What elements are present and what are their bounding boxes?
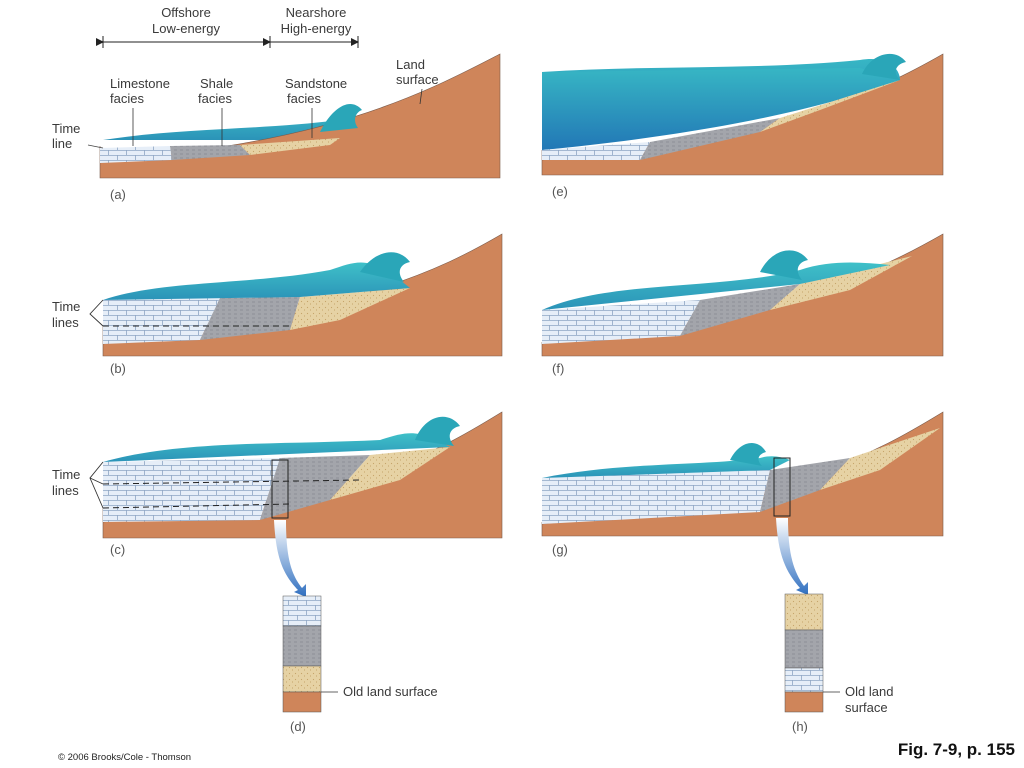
core-sample-box-c xyxy=(271,459,289,519)
panel-f: (f) xyxy=(541,233,944,376)
panel-b: Time lines (b) xyxy=(52,233,503,376)
wave-crest-a xyxy=(320,104,362,132)
wave-crest-g xyxy=(730,442,766,466)
old-land-surface-label-d: Old land surface xyxy=(343,684,438,699)
nearshore-label: Nearshore xyxy=(286,5,347,20)
water-c xyxy=(103,433,450,462)
figure-reference: Fig. 7-9, p. 155 xyxy=(897,740,1015,759)
shale-layer-e xyxy=(640,118,780,160)
time-line-c-2 xyxy=(102,503,291,509)
wave-crest-e xyxy=(862,53,906,80)
panel-e-label: (e) xyxy=(552,184,568,199)
sandstone-facies-label-2: facies xyxy=(287,91,321,106)
water-g xyxy=(542,456,790,478)
shale-layer-g xyxy=(760,458,850,512)
shale-layer-b xyxy=(200,297,300,340)
time-lines-bracket-b xyxy=(89,299,104,327)
energy-header: Offshore Low-energy Nearshore High-energ… xyxy=(96,5,359,48)
limestone-layer-f xyxy=(542,300,700,344)
wave-crest-b xyxy=(360,252,410,282)
panel-a-label: (a) xyxy=(110,187,126,202)
core-h-shale xyxy=(784,629,824,669)
high-energy-label: High-energy xyxy=(281,21,352,36)
panel-d-core: Old land surface (d) xyxy=(282,595,438,734)
core-sample-box-g xyxy=(773,457,791,517)
panel-h-label: (h) xyxy=(792,719,808,734)
core-h-land xyxy=(784,691,824,713)
panel-e: (e) xyxy=(541,53,944,199)
limestone-layer-a xyxy=(100,146,172,163)
time-lines-label-b-1: Time xyxy=(52,299,80,314)
panel-g: (g) xyxy=(541,411,944,595)
limestone-layer-b xyxy=(103,298,220,344)
limestone-layer-c xyxy=(103,458,280,522)
time-line-leader-a xyxy=(87,144,104,149)
sandstone-layer-f xyxy=(770,256,912,310)
time-lines-bracket-c xyxy=(89,461,104,509)
sandstone-layer-a xyxy=(240,138,340,155)
land-surface-label-2: surface xyxy=(396,72,439,87)
water-a xyxy=(103,105,356,140)
land-surface-label-1: Land xyxy=(396,57,425,72)
shale-facies-label-1: Shale xyxy=(200,76,233,91)
limestone-facies-label-2: facies xyxy=(110,91,144,106)
sandstone-layer-c xyxy=(330,447,450,500)
core-arrow-c xyxy=(274,520,306,597)
sandstone-layer-b xyxy=(290,288,410,330)
wave-crest-c xyxy=(415,416,460,446)
shale-layer-a xyxy=(170,145,250,160)
offshore-label: Offshore xyxy=(161,5,211,20)
shale-facies-label-2: facies xyxy=(198,91,232,106)
core-h-limestone xyxy=(784,667,824,693)
water-f xyxy=(542,262,890,310)
deep-water-body-e xyxy=(542,68,900,150)
low-energy-label: Low-energy xyxy=(152,21,220,36)
limestone-layer-g xyxy=(542,470,770,524)
panel-a-labels: Limestone facies Shale facies Sandstone … xyxy=(52,57,439,202)
time-lines-label-c-2: lines xyxy=(52,483,79,498)
water-b xyxy=(103,262,410,300)
core-d-limestone xyxy=(282,595,322,627)
sandstone-layer-g xyxy=(820,428,940,490)
panel-c-label: (c) xyxy=(110,542,125,557)
core-d-sandstone xyxy=(282,665,322,693)
core-d-land xyxy=(282,691,322,713)
core-arrow-g xyxy=(776,518,808,595)
sandstone-layer-e xyxy=(760,80,900,132)
limestone-layer-e xyxy=(542,142,650,160)
time-line-c-1 xyxy=(102,479,361,485)
old-land-surface-label-h-1: Old land xyxy=(845,684,893,699)
panel-d-label: (d) xyxy=(290,719,306,734)
core-d-shale xyxy=(282,625,322,667)
copyright-credit: © 2006 Brooks/Cole - Thomson xyxy=(58,752,192,763)
panel-f-label: (f) xyxy=(552,361,564,376)
time-line-label-2: line xyxy=(52,136,72,151)
limestone-facies-label-1: Limestone xyxy=(110,76,170,91)
core-h-sandstone xyxy=(784,593,824,631)
old-land-surface-label-h-2: surface xyxy=(845,700,888,715)
time-lines-label-c-1: Time xyxy=(52,467,80,482)
panel-h-core: Old land surface (h) xyxy=(784,593,893,734)
panel-c: Time lines (c) xyxy=(52,411,503,597)
time-lines-label-b-2: lines xyxy=(52,315,79,330)
panel-b-label: (b) xyxy=(110,361,126,376)
sandstone-facies-label-1: Sandstone xyxy=(285,76,347,91)
wave-crest-f xyxy=(760,250,808,280)
time-line-label-1: Time xyxy=(52,121,80,136)
shale-layer-f xyxy=(680,284,800,336)
panel-a xyxy=(87,53,501,179)
panel-g-label: (g) xyxy=(552,542,568,557)
